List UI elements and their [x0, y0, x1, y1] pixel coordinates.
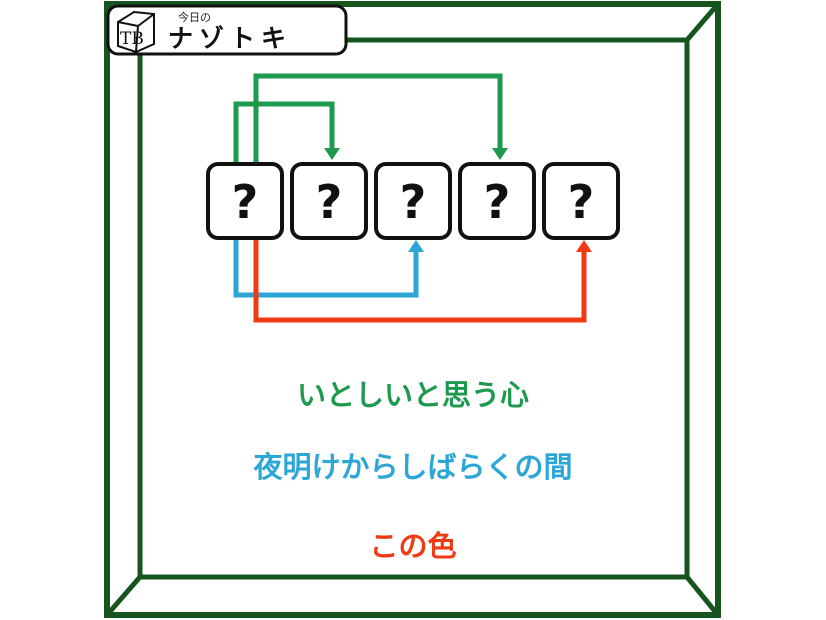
box-5-mark: ? — [568, 175, 595, 229]
green-arrow-short — [233, 101, 335, 166]
cube-icon: TB — [117, 10, 155, 54]
clue-green: いとしいと思う心 — [297, 378, 529, 412]
logo-mark-text: TB — [120, 29, 144, 49]
box-4-mark: ? — [484, 175, 511, 229]
green-arrowhead-short — [324, 148, 340, 160]
clue-blue: 夜明けからしばらくの間 — [252, 450, 572, 484]
red-arrowhead — [576, 240, 592, 252]
inner-border — [137, 37, 690, 580]
arrows — [233, 73, 592, 323]
logo-small-text: 今日の — [178, 10, 211, 24]
frame — [104, 1, 721, 618]
blue-arrowhead — [408, 240, 424, 252]
answer-box-4: ? — [458, 162, 536, 240]
answer-box-1: ? — [206, 162, 284, 240]
logo-title-text: ナゾトキ — [168, 24, 292, 53]
logo-badge — [106, 4, 348, 56]
blue-arrow — [233, 236, 419, 298]
answer-box-5: ? — [542, 162, 620, 240]
answer-box-2: ? — [290, 162, 368, 240]
clue-red: この色 — [369, 529, 456, 563]
box-1-mark: ? — [232, 175, 259, 229]
answer-box-3: ? — [374, 162, 452, 240]
corner-line-bottom-right — [685, 575, 720, 617]
corner-line-bottom-left — [105, 575, 142, 617]
outer-border — [104, 1, 721, 618]
corner-line-top-right — [685, 2, 720, 42]
red-arrow — [253, 236, 587, 323]
green-arrowhead-long — [492, 148, 508, 160]
green-arrow-long — [253, 73, 503, 166]
box-3-mark: ? — [400, 175, 427, 229]
logo: TB 今日の ナゾトキ — [106, 4, 348, 56]
box-2-mark: ? — [316, 175, 343, 229]
